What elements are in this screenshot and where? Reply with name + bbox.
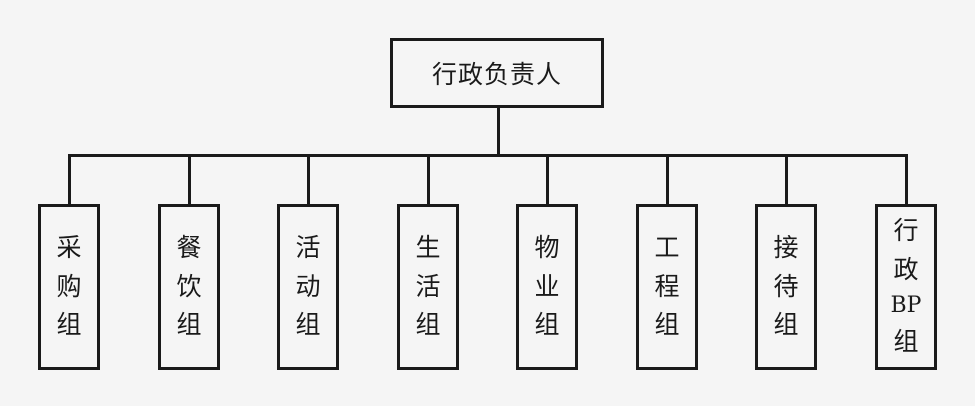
child-node-char: 生 bbox=[415, 232, 441, 262]
child-drop-connector bbox=[188, 154, 191, 204]
child-node-char: 程 bbox=[654, 271, 680, 301]
child-drop-connector bbox=[785, 154, 788, 204]
child-node: 活动组 bbox=[277, 204, 339, 370]
child-node: 工程组 bbox=[636, 204, 698, 370]
child-drop-connector bbox=[427, 154, 430, 204]
child-node-char: 组 bbox=[176, 310, 202, 340]
child-node-char: 待 bbox=[773, 271, 799, 301]
child-node-char: 组 bbox=[415, 310, 441, 340]
child-node-char: 活 bbox=[295, 232, 321, 262]
child-node-char: 动 bbox=[295, 271, 321, 301]
child-node-char: 购 bbox=[56, 271, 82, 301]
child-node: 餐饮组 bbox=[158, 204, 220, 370]
child-node: 物业组 bbox=[516, 204, 578, 370]
child-node-char: 饮 bbox=[176, 271, 202, 301]
child-node-char: 组 bbox=[534, 310, 560, 340]
child-node-char: 接 bbox=[773, 232, 799, 262]
child-node-char: 组 bbox=[654, 310, 680, 340]
child-node-char: 采 bbox=[56, 232, 82, 262]
child-node-char: BP bbox=[890, 293, 922, 319]
child-drop-connector bbox=[905, 154, 908, 204]
child-drop-connector bbox=[666, 154, 669, 204]
child-node-char: 组 bbox=[773, 310, 799, 340]
child-node: 生活组 bbox=[397, 204, 459, 370]
child-drop-connector bbox=[546, 154, 549, 204]
child-drop-connector bbox=[68, 154, 71, 204]
child-node-char: 物 bbox=[534, 232, 560, 262]
child-node-char: 工 bbox=[654, 232, 680, 262]
child-node-char: 餐 bbox=[176, 232, 202, 262]
root-stem-connector bbox=[497, 108, 500, 156]
horizontal-bus-connector bbox=[68, 154, 908, 157]
child-node-char: 行 bbox=[893, 215, 919, 245]
child-node-char: 组 bbox=[295, 310, 321, 340]
child-node-char: 组 bbox=[56, 310, 82, 340]
child-node-char: 活 bbox=[415, 271, 441, 301]
child-node: 接待组 bbox=[755, 204, 817, 370]
child-node-char: 政 bbox=[893, 254, 919, 284]
root-node-label: 行政负责人 bbox=[431, 60, 562, 89]
child-node: 采购组 bbox=[38, 204, 100, 370]
child-drop-connector bbox=[307, 154, 310, 204]
child-node: 行政 BP 组 bbox=[875, 204, 937, 370]
child-node-char: 业 bbox=[534, 271, 560, 301]
child-node-char: 组 bbox=[893, 327, 919, 357]
root-node: 行政负责人 bbox=[390, 38, 604, 108]
